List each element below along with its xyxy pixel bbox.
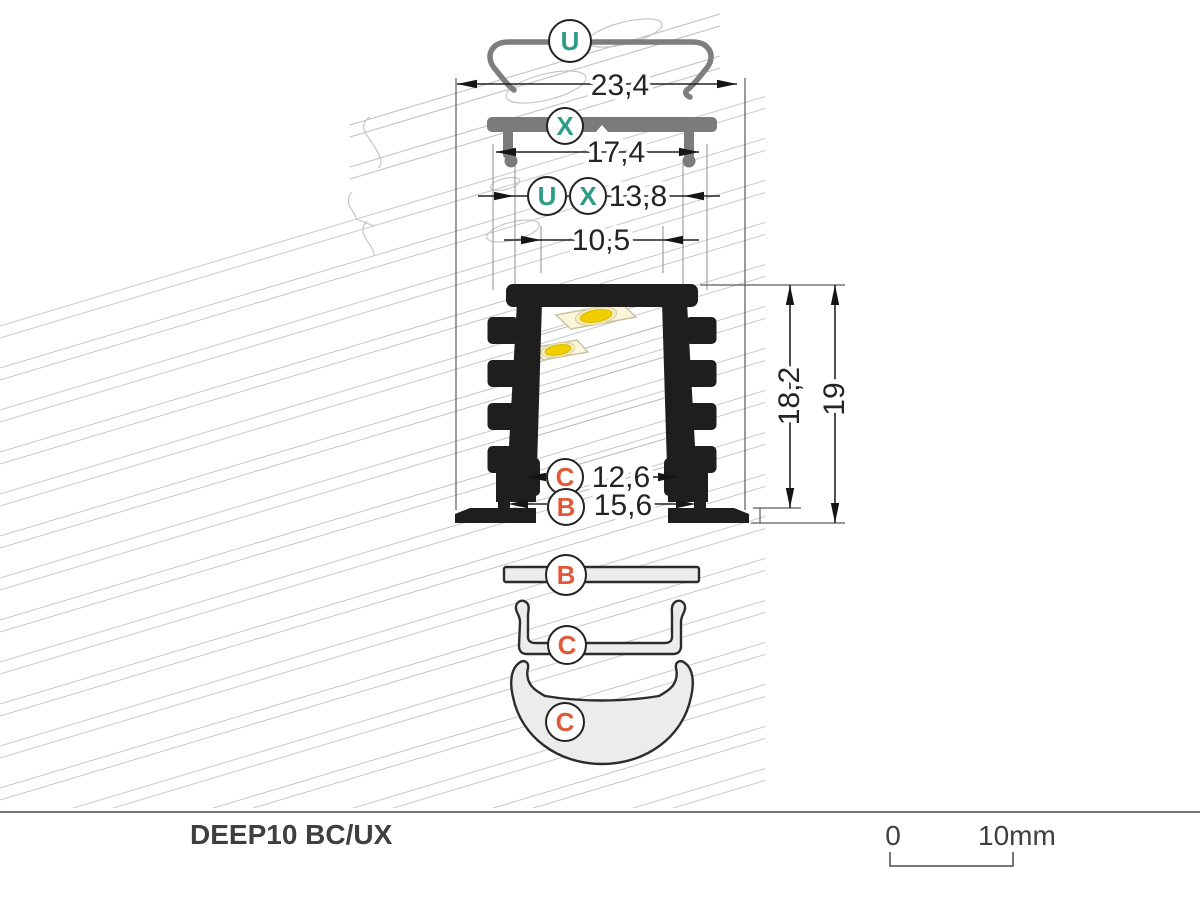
- label-x-dim: X: [579, 181, 597, 211]
- cavity-perspective-lines: [536, 355, 668, 498]
- slot-hole-outline: [489, 176, 521, 192]
- dim-inner-depth: 18,2: [773, 367, 806, 425]
- footer: DEEP10 BC/UX 0 10mm: [0, 811, 1200, 867]
- led-chip: [579, 308, 613, 324]
- slot-hole-outline: [587, 18, 663, 48]
- cover-c-dome-shape: [510, 660, 694, 766]
- scale-ten-label: 10mm: [978, 820, 1056, 851]
- label-c-clip-cover: C: [558, 630, 577, 660]
- label-circle-x-dim: [569, 177, 607, 215]
- led-strip: [530, 297, 671, 363]
- cover-u-shape: [487, 39, 714, 100]
- dim-b-cover-groove: 15,6: [594, 489, 652, 522]
- label-b-dim: B: [557, 492, 576, 522]
- dim-opening-width: 10,5: [572, 224, 630, 257]
- label-circle-x-cover: [546, 107, 584, 145]
- scale-bar: [889, 852, 1014, 867]
- part-labels: U X U X C B B C C: [527, 19, 607, 742]
- label-circle-b-dim: [547, 488, 585, 526]
- label-u-dim: U: [538, 181, 557, 211]
- dim-c-cover-groove: 12,6: [592, 461, 650, 494]
- profile-right-foot: [668, 508, 749, 523]
- label-c-dim: C: [556, 462, 575, 492]
- profile-cross-section: [455, 284, 749, 523]
- dimensions: 23,4 17,4 13,8 10,5 18,2 19 12,6: [457, 65, 856, 527]
- scale-zero-label: 0: [885, 820, 901, 851]
- product-title: DEEP10 BC/UX: [190, 819, 393, 850]
- background-hatch-lines: [0, 96, 765, 808]
- cover-c-clip-shape: [514, 599, 687, 656]
- led-chip: [544, 344, 572, 356]
- label-x-cover: X: [556, 111, 574, 141]
- label-circle-u-dim: [527, 176, 567, 216]
- label-b-cover: B: [557, 560, 576, 590]
- profile-left-foot: [455, 508, 536, 523]
- dim-cover-x-width: 17,4: [587, 136, 645, 169]
- slot-hole-outline: [505, 70, 587, 104]
- label-circle-b-cover: [545, 554, 587, 596]
- cover-options: [502, 565, 701, 766]
- label-circle-u-cover: [548, 19, 592, 63]
- cover-b-shape: [502, 565, 701, 584]
- label-u-cover: U: [561, 26, 580, 56]
- dim-total-height: 19: [818, 382, 851, 415]
- label-c-dome-cover: C: [556, 707, 575, 737]
- dim-clip-inner-span: 13,8: [609, 180, 667, 213]
- label-circle-c-clip-cover: [547, 625, 587, 665]
- dim-overall-width: 23,4: [591, 69, 649, 102]
- label-circle-c-dome-cover: [545, 702, 585, 742]
- extension-lines: [455, 78, 845, 524]
